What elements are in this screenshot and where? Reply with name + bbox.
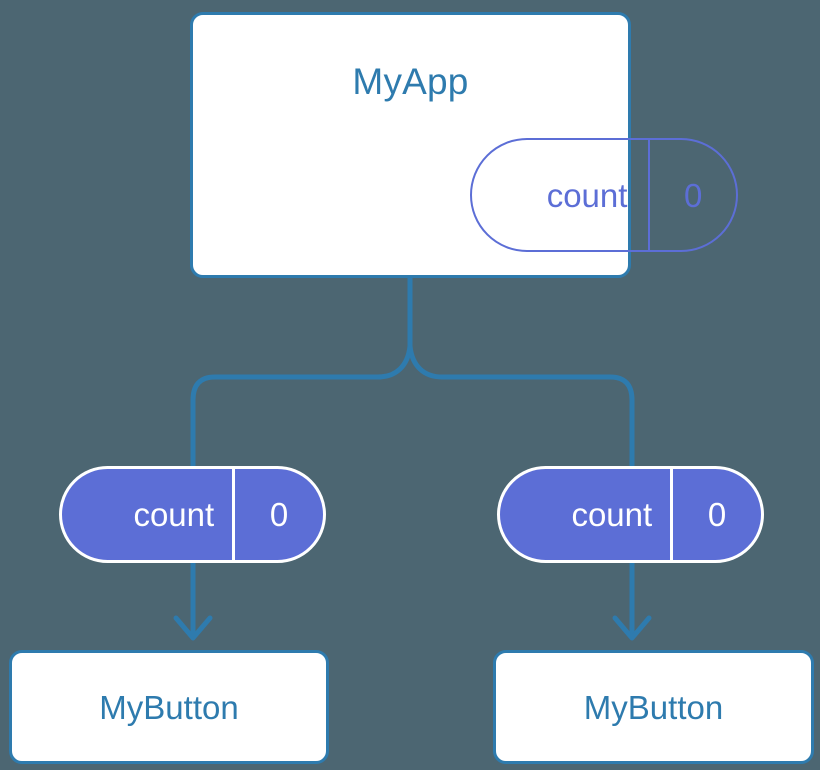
state-pill-myapp[interactable]: count 0 [470,138,738,252]
split-left-curve [215,345,413,380]
props-pill-left[interactable]: count 0 [59,466,326,563]
branch-line-right [609,374,635,470]
component-node-mybutton-right[interactable]: MyButton [493,650,814,764]
props-value-label: 0 [232,469,323,560]
component-name-mybutton: MyButton [583,688,724,726]
branch-line-left [190,374,216,470]
component-node-mybutton-left[interactable]: MyButton [9,650,329,764]
props-value-label: 0 [670,469,761,560]
arrow-head-left-icon [173,615,213,641]
component-name-mybutton: MyButton [99,688,239,726]
props-key-label: count [133,496,215,533]
component-name-myapp: MyApp [352,61,469,102]
state-value-label: 0 [648,140,736,250]
split-right-curve [407,345,610,380]
props-key-label: count [571,496,653,533]
arrow-head-right-icon [612,615,652,641]
state-key-label: count [546,176,628,214]
component-node-myapp[interactable]: MyApp count 0 [190,12,738,278]
props-pill-right[interactable]: count 0 [497,466,764,563]
